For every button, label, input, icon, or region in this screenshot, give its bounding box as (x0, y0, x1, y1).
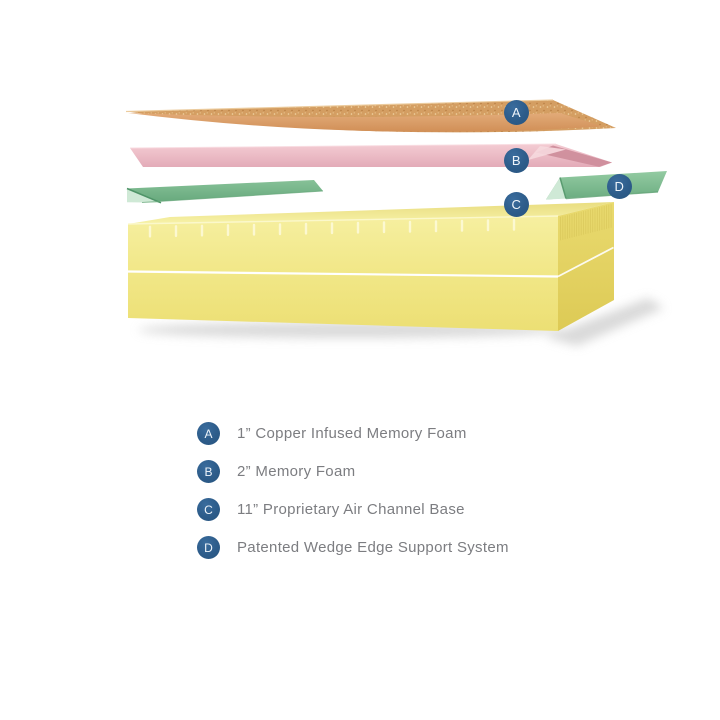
legend-badge-c: C (197, 498, 220, 521)
memory-foam-layer-b (129, 143, 612, 167)
legend-item-b: B 2” Memory Foam (197, 459, 509, 484)
copper-foam-layer-a (125, 99, 616, 133)
legend-item-c: C 11” Proprietary Air Channel Base (197, 497, 509, 522)
base-layer-c (127, 202, 614, 331)
diagram-badge-d: D (607, 174, 632, 199)
legend-label-c: 11” Proprietary Air Channel Base (237, 501, 465, 518)
left-wedge-d (126, 180, 324, 204)
air-channel-slits (148, 218, 516, 238)
legend-label-d: Patented Wedge Edge Support System (237, 539, 509, 556)
legend-label-b: 2” Memory Foam (237, 463, 356, 480)
legend-item-a: A 1” Copper Infused Memory Foam (197, 421, 509, 446)
diagram-badge-c: C (504, 192, 529, 217)
legend: A 1” Copper Infused Memory Foam B 2” Mem… (197, 421, 509, 560)
legend-label-a: 1” Copper Infused Memory Foam (237, 425, 467, 442)
legend-badge-d: D (197, 536, 220, 559)
diagram-badge-a: A (504, 100, 529, 125)
legend-badge-b: B (197, 460, 220, 483)
legend-badge-a: A (197, 422, 220, 445)
side-ribs (560, 204, 612, 241)
diagram-badge-b: B (504, 148, 529, 173)
legend-item-d: D Patented Wedge Edge Support System (197, 535, 509, 560)
